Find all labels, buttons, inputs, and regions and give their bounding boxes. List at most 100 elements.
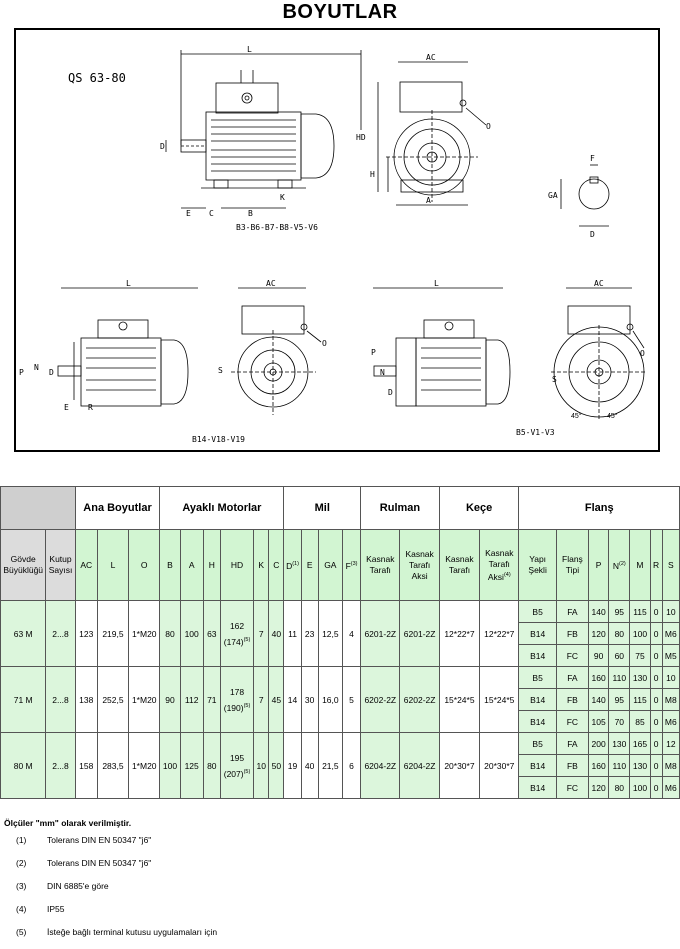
cell-seal-2: 12*22*7 <box>479 600 520 667</box>
cell-p: 160 <box>588 754 610 777</box>
cell-h: 71 <box>202 666 221 733</box>
cell-r: 0 <box>649 600 663 623</box>
cell-n: 110 <box>608 754 631 777</box>
cell-a: 100 <box>179 600 204 667</box>
cell-hd: 195(207)(5) <box>219 732 255 799</box>
cell-mount: B14 <box>518 622 557 645</box>
cell-flange-type: FB <box>555 688 590 711</box>
cell-p: 120 <box>588 622 610 645</box>
cell-p: 105 <box>588 710 610 733</box>
col-r: R <box>649 529 663 601</box>
cell-h: 80 <box>202 732 221 799</box>
col-h: H <box>202 529 221 601</box>
cell-ac: 138 <box>74 666 98 733</box>
cell-m: 115 <box>629 688 651 711</box>
cell-hd: 178(190)(5) <box>219 666 255 733</box>
cell-n: 70 <box>608 710 631 733</box>
cell-o: 1*M20 <box>128 732 161 799</box>
cell-l: 219,5 <box>96 600 130 667</box>
svg-text:N: N <box>380 368 385 377</box>
cell-a: 112 <box>179 666 204 733</box>
note-number: (1) <box>16 835 27 845</box>
cell-r: 0 <box>649 776 663 799</box>
svg-text:AC: AC <box>266 279 276 288</box>
cell-p: 90 <box>588 644 610 667</box>
cell-m: 130 <box>629 754 651 777</box>
svg-text:L: L <box>126 279 131 288</box>
cell-s: M5 <box>661 644 680 667</box>
col-m: M <box>629 529 651 601</box>
cell-m: 100 <box>629 622 651 645</box>
cell-p: 200 <box>588 732 610 755</box>
cell-m: 115 <box>629 600 651 623</box>
svg-text:E: E <box>186 209 191 218</box>
notes: Ölçüler "mm" olarak verilmiştir. (1)Tole… <box>4 818 664 949</box>
group-shaft: Mil <box>283 486 362 530</box>
cell-e: 23 <box>300 600 319 667</box>
svg-text:R: R <box>88 403 93 412</box>
svg-text:O: O <box>486 122 491 131</box>
cell-flange-type: FC <box>555 710 590 733</box>
svg-text:D: D <box>590 230 595 239</box>
note-number: (4) <box>16 904 27 914</box>
col-seal-pulley-axle: Kasnak Tarafı Aksi(4) <box>479 529 520 601</box>
side-view-b5: L P N D B5-V1-V3 <box>371 279 555 437</box>
side-view-b14: L P N D E R B14-V18-V19 <box>19 279 245 444</box>
cell-mount: B5 <box>518 732 557 755</box>
svg-text:P: P <box>19 368 24 377</box>
col-ac: AC <box>74 529 98 601</box>
note-item: (3)DIN 6885'e göre <box>4 880 664 903</box>
cell-ga: 21,5 <box>317 732 343 799</box>
cell-c: 40 <box>268 600 285 667</box>
cell-n: 80 <box>608 622 631 645</box>
cell-bearing-2: 6202-2Z <box>399 666 440 733</box>
dimension-table: Ana Boyutlar Ayaklı Motorlar Mil Rulman … <box>0 486 680 799</box>
svg-text:E: E <box>64 403 69 412</box>
col-poles: Kutup Sayısı <box>45 529 76 601</box>
col-mount: Yapı Şekli <box>518 529 557 601</box>
cell-k: 7 <box>253 666 270 733</box>
svg-text:D: D <box>388 388 393 397</box>
svg-text:L: L <box>434 279 439 288</box>
svg-text:GA: GA <box>548 191 558 200</box>
cell-d: 19 <box>283 732 302 799</box>
cell-f: 6 <box>341 732 362 799</box>
cell-n: 110 <box>608 666 631 689</box>
svg-text:L: L <box>247 45 252 54</box>
group-foot: Ayaklı Motorlar <box>159 486 285 530</box>
cell-m: 130 <box>629 666 651 689</box>
cell-s: M6 <box>661 622 680 645</box>
cell-a: 125 <box>179 732 204 799</box>
col-bearing-pulley: Kasnak Tarafı <box>360 529 401 601</box>
view-label-bottom-left: B14-V18-V19 <box>192 435 245 444</box>
col-p: P <box>588 529 610 601</box>
cell-bearing-1: 6204-2Z <box>360 732 401 799</box>
cell-flange-type: FB <box>555 754 590 777</box>
note-item: (2)Tolerans DIN EN 50347 "j6" <box>4 857 664 880</box>
page-title: BOYUTLAR <box>282 1 398 23</box>
svg-text:45°: 45° <box>571 412 582 420</box>
front-view-b5: AC O S 45° 45° <box>551 279 646 420</box>
cell-mount: B14 <box>518 710 557 733</box>
cell-b: 80 <box>159 600 181 667</box>
svg-text:F: F <box>590 154 595 163</box>
note-text: Tolerans DIN EN 50347 "j6" <box>47 835 152 845</box>
cell-n: 95 <box>608 600 631 623</box>
cell-mount: B5 <box>518 666 557 689</box>
cell-m: 100 <box>629 776 651 799</box>
cell-o: 1*M20 <box>128 600 161 667</box>
model-label: QS 63-80 <box>68 71 126 85</box>
svg-text:P: P <box>371 348 376 357</box>
cell-flange-type: FA <box>555 666 590 689</box>
cell-b: 90 <box>159 666 181 733</box>
col-hd: HD <box>219 529 255 601</box>
note-item: (5)İsteğe bağlı terminal kutusu uygulama… <box>4 926 664 949</box>
cell-flange-type: FA <box>555 732 590 755</box>
col-s: S <box>661 529 680 601</box>
col-o: O <box>128 529 161 601</box>
cell-hd: 162(174)(5) <box>219 600 255 667</box>
cell-seal-1: 12*22*7 <box>438 600 481 667</box>
